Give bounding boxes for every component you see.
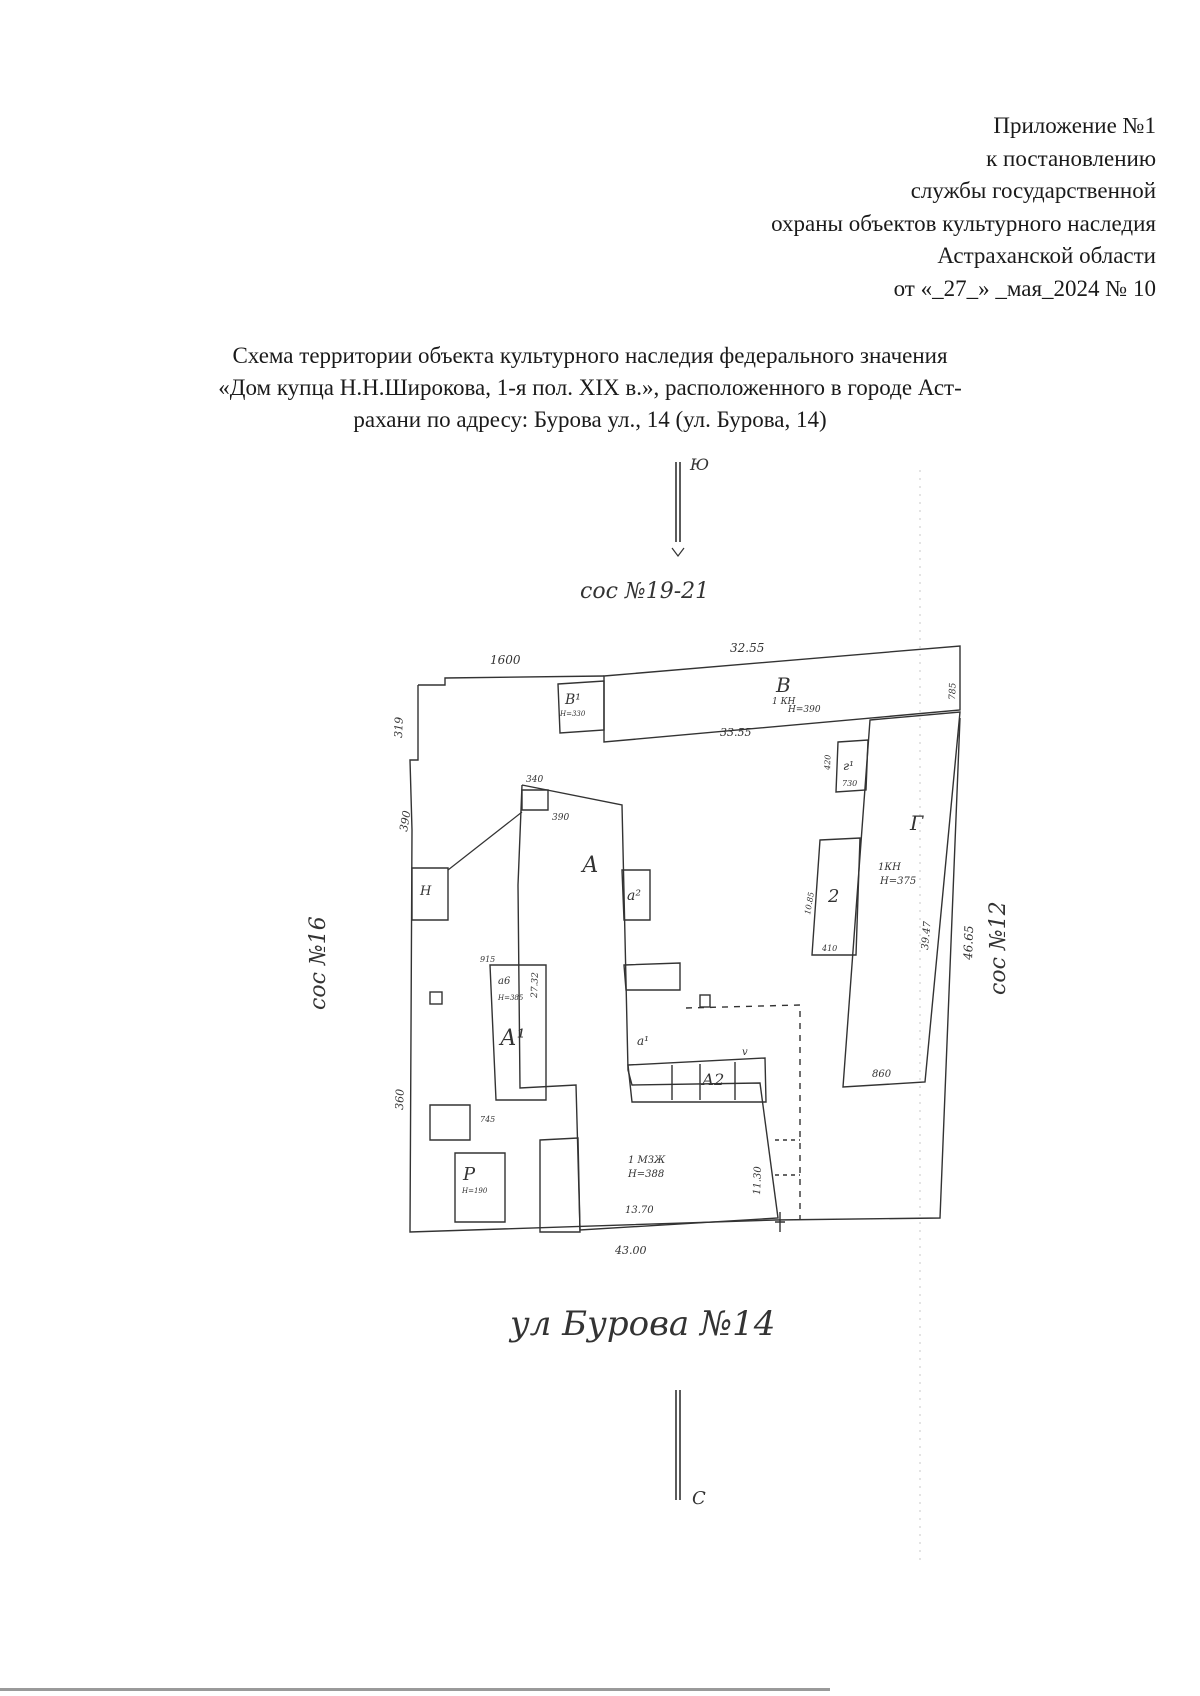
annex-row — [627, 1057, 767, 1103]
title-line: «Дом купца Н.Н.Широкова, 1-я пол. XIX в.… — [218, 375, 962, 400]
svg-text:Н=330: Н=330 — [559, 710, 586, 718]
appendix-line: к постановлению — [986, 145, 1156, 171]
svg-text:785: 785 — [948, 682, 959, 700]
svg-text:27.32: 27.32 — [530, 972, 541, 999]
building-b1 — [557, 680, 605, 734]
appendix-line: от «_27_» _мая_2024 № 10 — [893, 275, 1156, 301]
svg-text:860: 860 — [872, 1069, 892, 1080]
label-v: v — [742, 1047, 748, 1058]
svg-text:13.70: 13.70 — [625, 1205, 654, 1216]
svg-text:32.55: 32.55 — [730, 641, 764, 655]
building-a2 — [521, 789, 549, 811]
svg-text:915: 915 — [480, 955, 495, 964]
label-2: 2 — [827, 886, 839, 907]
svg-text:11.30: 11.30 — [752, 1165, 764, 1195]
label-a2-annex: А2 — [701, 1070, 724, 1089]
svg-text:1600: 1600 — [490, 653, 521, 667]
svg-text:Н=190: Н=190 — [461, 1187, 488, 1195]
label-g1: г¹ — [843, 759, 854, 773]
svg-text:360: 360 — [393, 1089, 407, 1110]
svg-text:390: 390 — [397, 810, 413, 833]
left-neighbor: соc №16 — [306, 916, 331, 1010]
svg-text:340: 340 — [526, 775, 543, 785]
svg-text:730: 730 — [842, 779, 857, 788]
label-a2: а² — [627, 888, 641, 904]
svg-text:319: 319 — [392, 717, 406, 738]
appendix-block: Приложение №1 к постановлению службы гос… — [596, 110, 1156, 305]
top-neighbor: соc №19-21 — [580, 579, 709, 604]
title-line: рахани по адресу: Бурова ул., 14 (ул. Бу… — [353, 407, 827, 432]
svg-text:Н=390: Н=390 — [787, 705, 821, 715]
label-n: Н — [419, 884, 432, 899]
right-neighbor: соc №12 — [986, 901, 1011, 995]
svg-text:390: 390 — [552, 813, 569, 823]
label-a: А — [580, 853, 599, 878]
building-p — [454, 1152, 506, 1223]
svg-text:43.00: 43.00 — [614, 1244, 647, 1257]
svg-text:Н=388: Н=388 — [627, 1169, 664, 1180]
svg-text:1КН: 1КН — [878, 862, 901, 873]
building-2 — [811, 837, 861, 956]
label-b: В — [775, 673, 791, 697]
building-a-small — [539, 1137, 581, 1233]
svg-text:1 МЗЖ: 1 МЗЖ — [628, 1155, 666, 1166]
svg-text:33.55: 33.55 — [720, 726, 752, 739]
document-title: Схема территории объекта культурного нас… — [200, 340, 980, 436]
svg-text:420: 420 — [823, 754, 833, 771]
svg-text:Н=385: Н=385 — [497, 994, 524, 1002]
building-a2-annex — [621, 869, 651, 921]
label-b1: В¹ — [564, 692, 581, 708]
building-g — [842, 711, 961, 1088]
svg-text:1 КН: 1 КН — [772, 697, 796, 707]
title-line: Схема территории объекта культурного нас… — [232, 343, 948, 368]
label-g: Г — [909, 811, 924, 835]
label-a1: А¹ — [498, 1026, 525, 1051]
scan-edge-line — [0, 1688, 830, 1691]
appendix-line: Приложение №1 — [993, 113, 1156, 138]
svg-text:10.85: 10.85 — [803, 891, 816, 915]
svg-text:39.47: 39.47 — [920, 920, 934, 950]
svg-text:Н=375: Н=375 — [879, 876, 916, 887]
south-arrow: С — [675, 1390, 706, 1509]
building-a1 — [489, 964, 547, 1101]
street-label: ул Бурова №14 — [508, 1304, 775, 1344]
north-label: Ю — [689, 455, 709, 474]
south-label: С — [692, 1488, 706, 1509]
appendix-line: охраны объектов культурного наследия — [771, 210, 1156, 236]
svg-text:745: 745 — [480, 1115, 495, 1124]
building-n — [411, 867, 449, 921]
svg-text:410: 410 — [821, 944, 837, 953]
label-a1-small: а¹ — [637, 1034, 649, 1048]
building-g1 — [835, 739, 869, 793]
appendix-line: службы государственной — [910, 178, 1156, 203]
svg-text:46.65: 46.65 — [961, 925, 976, 961]
label-p: Р — [462, 1164, 476, 1185]
parcel-boundary — [409, 675, 961, 1233]
north-arrow: Ю — [671, 455, 709, 557]
appendix-line: Астраханской области — [937, 243, 1156, 268]
label-a6: а6 — [498, 976, 511, 987]
